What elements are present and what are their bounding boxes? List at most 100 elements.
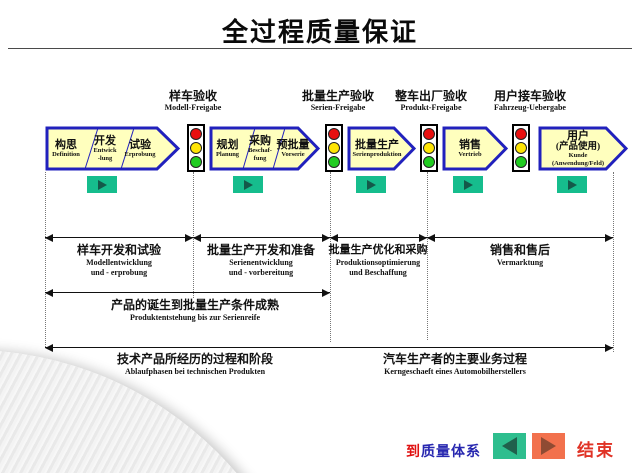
phase-label-marketing: 销售和售后 Vermarktung xyxy=(445,243,595,268)
segment-divider xyxy=(242,127,256,170)
phase-boundary-dotted-line xyxy=(427,172,428,340)
gate-label-model-acceptance: 样车验收 Modell-Freigabe xyxy=(128,89,258,113)
arrow-shape xyxy=(442,126,509,171)
phase-label-production-optimization: 批量生产优化和采购 Produktionsoptimierung und Bes… xyxy=(303,243,453,278)
segment-label-zh: 预批量 xyxy=(276,138,310,151)
phase-label-zh: 批量生产优化和采购 xyxy=(328,244,428,256)
traffic-light xyxy=(420,124,438,172)
segment-label-zh: 批量生产 xyxy=(355,138,399,151)
arrow-segment: 预批量 Vorserie xyxy=(271,126,315,171)
arrow-segment: 规划 Planung xyxy=(211,126,244,171)
phase-label-technical-product-phases: 技术产品所经历的过程和阶段 Ablaufphasen bei technisch… xyxy=(70,352,320,377)
arrow-polygon xyxy=(538,126,629,171)
phase-label-de: Produktentstehung bis zur Serienreife xyxy=(129,313,260,322)
segment-divider xyxy=(272,127,286,170)
phase-label-zh: 样车开发和试验 xyxy=(76,243,161,257)
red-light-icon xyxy=(190,128,202,140)
gate-label-zh: 批量生产验收 xyxy=(301,89,374,103)
segment-label-zh: 构思 xyxy=(55,138,77,151)
play-button[interactable] xyxy=(87,176,117,193)
segment-divider xyxy=(120,127,135,170)
to-quality-system-link[interactable]: 到质量体系 xyxy=(406,441,481,461)
gate-label-de: Fahrzeug-Uebergabe xyxy=(494,103,566,112)
segment-label-zh: 销售 xyxy=(459,138,481,151)
segment-label-zh: 试验 xyxy=(129,138,151,151)
traffic-light xyxy=(325,124,343,172)
arrow-segment: 批量生产 Serienproduktion xyxy=(349,126,405,171)
title-divider xyxy=(8,48,632,49)
play-button[interactable] xyxy=(453,176,483,193)
segment-label-de: Beschaf- xyxy=(248,147,272,154)
arrow-segment: 开发 Entwick -lung xyxy=(87,126,123,171)
play-button[interactable] xyxy=(233,176,263,193)
back-button[interactable] xyxy=(493,433,526,459)
arrow-shape xyxy=(347,126,417,171)
green-light-icon xyxy=(515,156,527,168)
play-button[interactable] xyxy=(356,176,386,193)
arrow-segment: 销售 Vertrieb xyxy=(444,126,496,171)
segment-label-de: Kunde xyxy=(568,152,588,159)
segment-label-de: -lung xyxy=(97,154,113,162)
phase-label-de: und Beschaffung xyxy=(349,268,407,277)
phase-boundary-dotted-line xyxy=(330,172,331,342)
phase-boundary-dotted-line xyxy=(45,172,46,347)
play-icon xyxy=(366,179,376,190)
yellow-light-icon xyxy=(328,142,340,154)
process-arrow-customer: 用户 (产品使用) Kunde (Anwendung/Feld) xyxy=(538,126,629,171)
segment-divider xyxy=(84,127,99,170)
arrow-polygon xyxy=(45,126,181,171)
phase-label-product-creation: 产品的诞生到批量生产条件成熟 Produktentstehung bis zur… xyxy=(65,298,325,323)
forward-arrow-icon xyxy=(541,437,556,455)
phase-label-de: Kerngeschaeft eines Automobilherstellers xyxy=(384,367,526,376)
segment-label-de: Vertrieb xyxy=(458,150,482,158)
green-light-icon xyxy=(328,156,340,168)
segment-label-de: Entwick xyxy=(93,147,117,154)
phase-label-de: Serienentwicklung xyxy=(229,258,293,267)
green-light-icon xyxy=(423,156,435,168)
arrow-segment: 构思 Definition xyxy=(47,126,85,171)
segment-label-zh: 用户 xyxy=(567,130,589,142)
phase-label-series-development: 批量生产开发和准备 Serienentwicklung und - vorber… xyxy=(186,243,336,278)
gate-label-zh: 整车出厂验收 xyxy=(394,89,467,103)
phase-label-zh: 汽车生产者的主要业务过程 xyxy=(382,352,527,366)
phase-span-arrow xyxy=(193,233,330,242)
process-arrow-planning: 规划 Planung 采购 Beschaf- fung 预批量 Vorserie xyxy=(209,126,321,171)
arrow-shape xyxy=(45,126,181,171)
play-icon xyxy=(463,179,473,190)
phase-label-de: und - erprobung xyxy=(90,268,148,277)
arrow-segment: 用户 (产品使用) Kunde (Anwendung/Feld) xyxy=(540,126,616,171)
arrow-shape xyxy=(538,126,629,171)
phase-span-arrow xyxy=(427,233,613,242)
segment-label-de: Planung xyxy=(215,150,240,158)
phase-boundary-dotted-line xyxy=(613,172,614,352)
arrow-polygon xyxy=(209,126,321,171)
phase-label-de: Modellentwicklung xyxy=(86,258,152,267)
gate-label-product-acceptance: 整车出厂验收 Produkt-Freigabe xyxy=(366,89,496,113)
phase-span-arrow xyxy=(45,343,613,352)
slide-title: 全过程质量保证 xyxy=(221,18,418,47)
gate-label-de: Modell-Freigabe xyxy=(164,103,222,112)
quality-link-text: 质量体系 xyxy=(421,445,481,460)
play-icon xyxy=(243,179,253,190)
segment-label-zh: 规划 xyxy=(216,138,239,151)
yellow-light-icon xyxy=(423,142,435,154)
forward-button[interactable] xyxy=(532,433,565,459)
green-light-icon xyxy=(190,156,202,168)
phase-label-automaker-core-business: 汽车生产者的主要业务过程 Kerngeschaeft eines Automob… xyxy=(330,352,580,377)
segment-label-zh: 开发 xyxy=(94,135,116,147)
phase-label-zh: 产品的诞生到批量生产条件成熟 xyxy=(110,298,279,312)
play-button[interactable] xyxy=(557,176,587,193)
gate-label-zh: 用户接车验收 xyxy=(493,89,566,103)
arrow-segment: 试验 Erprobung xyxy=(123,126,157,171)
segment-label-de: Vorserie xyxy=(281,150,305,158)
phase-label-de: Ablaufphasen bei technischen Produkten xyxy=(124,367,266,376)
play-icon xyxy=(567,179,577,190)
red-light-icon xyxy=(328,128,340,140)
end-link[interactable]: 结束 xyxy=(577,441,615,460)
arrow-segment: 采购 Beschaf- fung xyxy=(245,126,275,171)
gate-label-series-acceptance: 批量生产验收 Serien-Freigabe xyxy=(273,89,403,113)
red-light-icon xyxy=(515,128,527,140)
phase-label-de: und - vorbereitung xyxy=(228,268,294,277)
